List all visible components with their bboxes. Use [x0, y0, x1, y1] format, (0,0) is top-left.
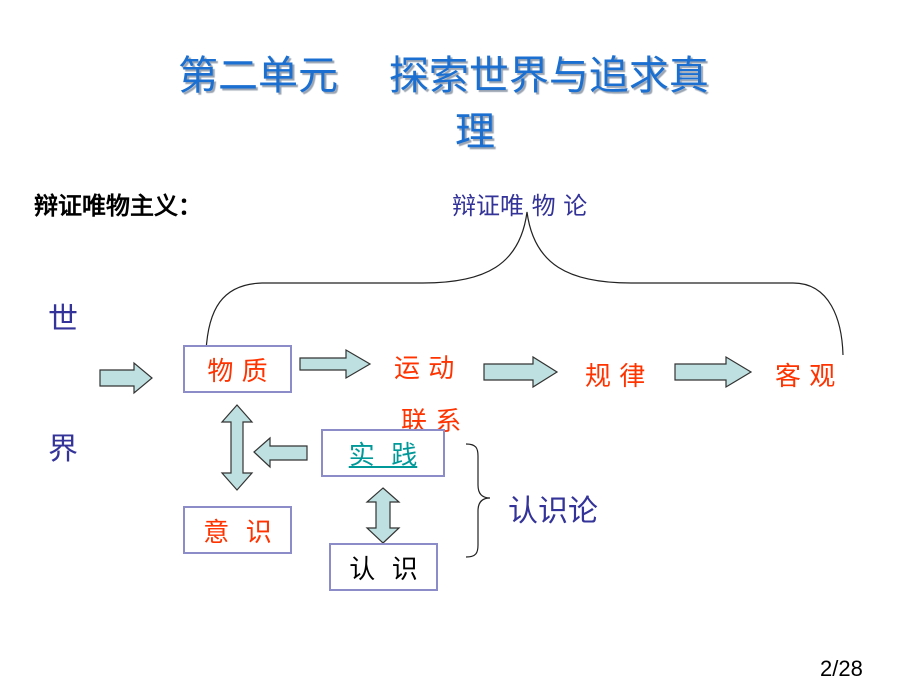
- slide-title-line1: 第二单元 探索世界与追求真: [178, 53, 709, 99]
- page-number: 2/28: [820, 656, 863, 681]
- cognition-box: 认 识: [329, 543, 438, 591]
- arrow-practice-cognition: [365, 487, 401, 544]
- objective-label: 客 观: [775, 362, 836, 392]
- motion-label: 运 动: [394, 354, 455, 384]
- practice-box: 实 践: [321, 429, 445, 477]
- arrow-matter-consciousness: [220, 404, 254, 491]
- arrow-world-to-matter: [99, 361, 153, 395]
- matter-label: 物 质: [207, 356, 268, 387]
- cognition-label: 认 识: [349, 554, 418, 585]
- branch-label: 辩证唯 物 论: [452, 192, 588, 220]
- ontology-brace: [205, 211, 844, 356]
- world-char-2: 界: [48, 432, 78, 467]
- subtitle: 辩证唯物主义：: [34, 192, 202, 220]
- consciousness-label: 意 识: [203, 517, 272, 548]
- world-char-1: 世: [48, 302, 78, 337]
- consciousness-box: 意 识: [183, 506, 292, 554]
- slide-title-line2: 理: [455, 109, 495, 155]
- arrow-motion-to-law: [483, 355, 559, 389]
- epistemology-brace: [465, 443, 491, 558]
- epistemology-label: 认识论: [508, 494, 598, 529]
- arrow-matter-to-motion: [299, 348, 372, 380]
- arrow-practice-to-left: [253, 436, 308, 469]
- matter-box: 物 质: [183, 345, 292, 393]
- law-label: 规 律: [585, 362, 646, 392]
- arrow-law-to-objective: [674, 355, 753, 389]
- practice-link[interactable]: 实 践: [348, 440, 418, 471]
